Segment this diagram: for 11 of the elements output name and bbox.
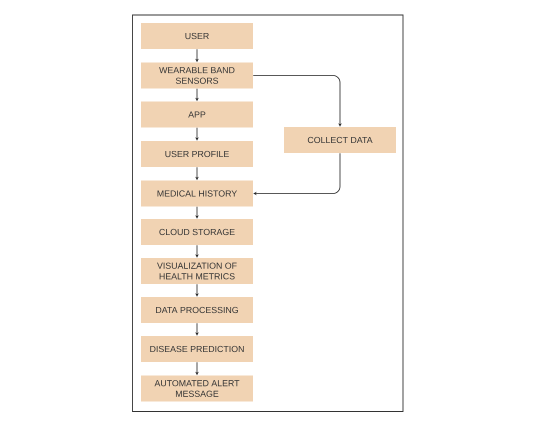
process-box: AUTOMATED ALERT MESSAGE (141, 376, 253, 402)
process-box: WEARABLE BAND SENSORS (141, 62, 253, 88)
process-box: DISEASE PREDICTION (141, 336, 253, 362)
process-box: COLLECT DATA (284, 127, 396, 153)
process-box: APP (141, 102, 253, 128)
process-box: DATA PROCESSING (141, 297, 253, 323)
process-box: USER (141, 23, 253, 49)
process-box: CLOUD STORAGE (141, 219, 253, 245)
process-box: VISUALIZATION OF HEALTH METRICS (141, 258, 253, 284)
process-box: USER PROFILE (141, 141, 253, 167)
process-box: MEDICAL HISTORY (141, 180, 253, 206)
